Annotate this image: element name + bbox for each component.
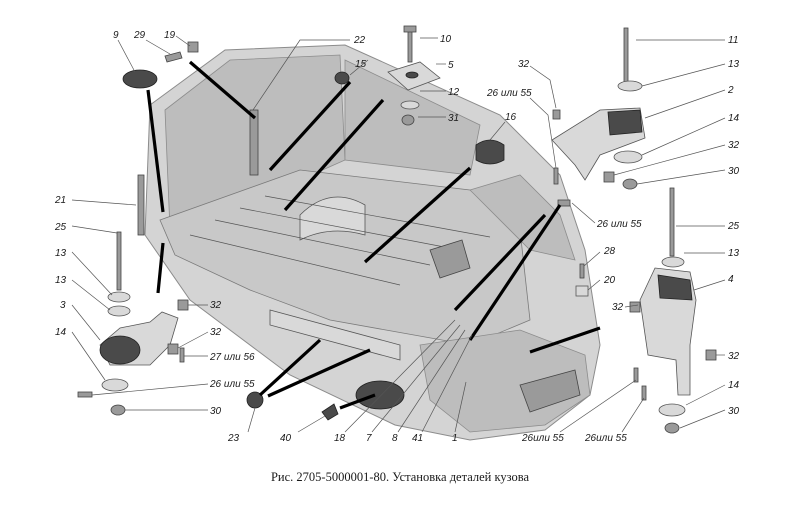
label-25-b: 25 — [727, 221, 740, 232]
washer-13-left-b — [107, 305, 131, 317]
label-21: 21 — [54, 195, 66, 206]
parts-right-bottom — [575, 187, 717, 434]
parts-upper-left — [122, 41, 199, 89]
label-41: 41 — [412, 433, 423, 444]
label-32-a: 32 — [518, 59, 530, 70]
label-4: 4 — [728, 274, 734, 285]
callout-labels: 9 29 19 22 10 15 5 12 31 11 13 32 26 или… — [54, 30, 740, 444]
label-13-a: 13 — [728, 59, 740, 70]
nut-32-right-a — [629, 301, 641, 313]
nut-32-left-b — [167, 343, 179, 355]
plug-9 — [122, 69, 158, 89]
label-31: 31 — [448, 113, 459, 124]
label-14-a: 14 — [728, 113, 740, 124]
label-8: 8 — [392, 433, 398, 444]
nut-30-top — [622, 178, 638, 190]
label-32-f: 32 — [728, 351, 740, 362]
label-30-a: 30 — [728, 166, 740, 177]
bolt-28 — [579, 263, 585, 279]
label-9: 9 — [113, 30, 119, 41]
label-10: 10 — [440, 34, 452, 45]
label-25-a: 25 — [54, 222, 67, 233]
bolt-25-left — [116, 231, 122, 291]
label-27: 27 или 56 — [209, 352, 255, 363]
washer-13-right — [661, 256, 685, 268]
parts-right-top — [551, 27, 646, 207]
label-32-b: 32 — [728, 140, 740, 151]
bushing-15 — [334, 71, 350, 85]
label-30-c: 30 — [728, 406, 740, 417]
bolt-10 — [407, 27, 413, 63]
label-32-d: 32 — [612, 302, 624, 313]
bolt-29 — [164, 51, 183, 63]
label-1: 1 — [452, 433, 458, 444]
nut-30-left — [110, 404, 126, 416]
label-13-d: 13 — [55, 275, 67, 286]
plate-20 — [575, 285, 589, 297]
nut-32-left-a — [177, 299, 189, 311]
label-3: 3 — [60, 300, 66, 311]
label-32-e: 32 — [210, 327, 222, 338]
label-26-c: 26 или 55 — [209, 379, 255, 390]
label-16: 16 — [505, 112, 517, 123]
nut-30-right — [664, 422, 680, 434]
washer-14-right — [658, 403, 686, 417]
label-2: 2 — [727, 85, 734, 96]
label-23: 23 — [227, 433, 240, 444]
label-18: 18 — [334, 433, 346, 444]
label-32-c: 32 — [210, 300, 222, 311]
bolt-27 — [179, 347, 185, 363]
nut-19 — [187, 41, 199, 53]
label-30-b: 30 — [210, 406, 222, 417]
label-11: 11 — [728, 35, 738, 46]
bolt-25-right — [669, 187, 675, 257]
pointer-arrows — [146, 60, 601, 410]
plug-40 — [321, 403, 339, 421]
label-5: 5 — [448, 60, 454, 71]
label-7: 7 — [366, 433, 372, 444]
label-15: 15 — [355, 59, 367, 70]
label-40: 40 — [280, 433, 292, 444]
nut-32-top — [603, 171, 615, 183]
parts-left — [77, 231, 189, 416]
label-14-c: 14 — [728, 380, 740, 391]
body-parts-diagram: 9 29 19 22 10 15 5 12 31 11 13 32 26 или… — [54, 25, 740, 444]
label-20: 20 — [603, 275, 616, 286]
label-26-d: 26или 55 — [521, 433, 564, 444]
parts-bottom — [246, 391, 339, 421]
label-26-b: 26 или 55 — [596, 219, 642, 230]
washer-13-top — [617, 80, 643, 92]
bolt-11 — [623, 27, 629, 89]
nut-32-right-b — [705, 349, 717, 361]
washer-12 — [400, 100, 420, 110]
label-13-c: 13 — [728, 248, 740, 259]
label-12: 12 — [448, 87, 460, 98]
vehicle-body — [137, 44, 601, 441]
label-19: 19 — [164, 30, 176, 41]
washer-13-left-a — [107, 291, 131, 303]
nut-31 — [401, 114, 415, 126]
parts-upper-center — [334, 25, 505, 165]
label-29: 29 — [133, 30, 146, 41]
label-26-a: 26 или 55 — [486, 88, 532, 99]
label-28: 28 — [603, 246, 616, 257]
label-26-e: 26или 55 — [584, 433, 627, 444]
label-14-b: 14 — [55, 327, 67, 338]
leader-lines — [71, 35, 726, 433]
washer-14-left — [101, 378, 129, 392]
label-22: 22 — [353, 35, 366, 46]
washer-14-top — [613, 150, 643, 164]
figure-caption: Рис. 2705-5000001-80. Установка деталей … — [270, 470, 530, 484]
label-13-b: 13 — [55, 248, 67, 259]
plug-16 — [475, 139, 505, 165]
